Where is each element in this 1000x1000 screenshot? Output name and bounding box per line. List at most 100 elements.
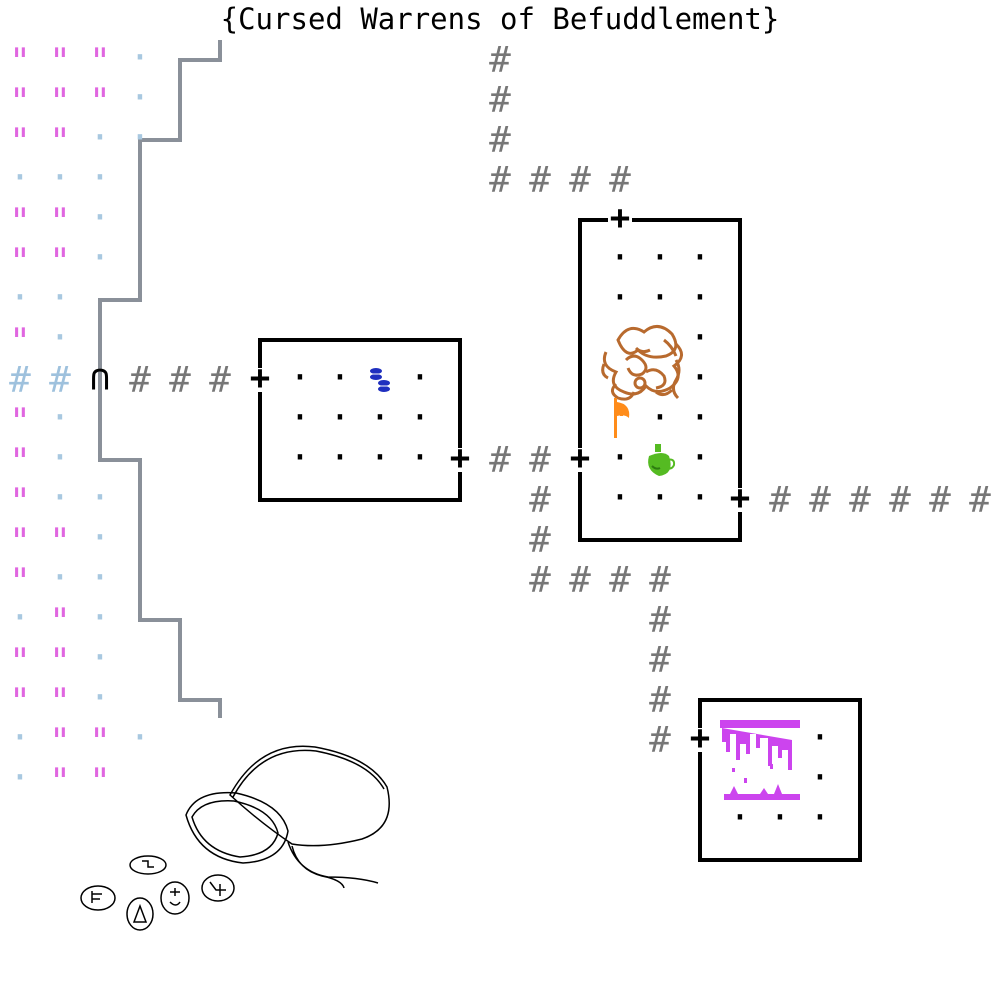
floor-tile: .	[369, 428, 391, 469]
corridor-tile: #	[489, 80, 511, 121]
corridor-tile: #	[609, 560, 631, 601]
corridor-tile: #	[489, 160, 511, 201]
corridor-tile: #	[529, 160, 551, 201]
corridor-tile: #	[929, 480, 951, 521]
floor-tile: .	[329, 428, 351, 469]
floor-tile: .	[809, 708, 831, 749]
grass-tile: "	[49, 602, 71, 643]
corridor-tile: #	[569, 160, 591, 201]
corridor-tile: #	[169, 360, 191, 401]
grass-tile: "	[9, 642, 31, 683]
floor-tile: .	[609, 228, 631, 269]
grass-tile: "	[89, 722, 111, 763]
ground-tile: .	[9, 748, 31, 789]
ground-tile: .	[89, 588, 111, 629]
ground-tile: .	[49, 468, 71, 509]
floor-tile: .	[689, 388, 711, 429]
corridor-tile: #	[769, 480, 791, 521]
ground-tile: .	[89, 548, 111, 589]
axe-icon[interactable]	[614, 398, 630, 438]
corridor-tile: #	[889, 480, 911, 521]
ground-tile: .	[9, 708, 31, 749]
floor-tile: .	[689, 308, 711, 349]
ground-tile: .	[49, 308, 71, 349]
corridor-tile: #	[529, 480, 551, 521]
grass-tile: "	[9, 242, 31, 283]
corridor-tile: #	[529, 560, 551, 601]
floor-tile: .	[809, 748, 831, 789]
corridor-tile: #	[649, 720, 671, 761]
door[interactable]: +	[730, 478, 750, 518]
door[interactable]: +	[690, 718, 710, 758]
ground-tile: .	[129, 708, 151, 749]
tangled-beast-icon[interactable]	[601, 325, 683, 401]
grass-tile: "	[89, 82, 111, 123]
door[interactable]: +	[250, 358, 270, 398]
door[interactable]: +	[450, 438, 470, 478]
grass-tile: "	[9, 562, 31, 603]
gold-coins-icon[interactable]	[370, 368, 390, 392]
grass-tile: "	[49, 762, 71, 803]
grass-tile: "	[9, 482, 31, 523]
green-potion-icon[interactable]	[648, 444, 676, 476]
grass-tile: "	[9, 42, 31, 83]
floor-tile: .	[689, 428, 711, 469]
floor-tile: .	[409, 428, 431, 469]
ground-tile: .	[129, 28, 151, 69]
floor-tile: .	[609, 468, 631, 509]
grass-tile: "	[49, 522, 71, 563]
corridor-tile: #	[649, 600, 671, 641]
corridor-tile: #	[649, 680, 671, 721]
grass-tile: "	[9, 442, 31, 483]
ground-tile: .	[9, 148, 31, 189]
corridor-tile: #	[569, 560, 591, 601]
floor-tile: .	[409, 388, 431, 429]
grass-tile: "	[49, 242, 71, 283]
rune-bag-icon[interactable]	[80, 745, 390, 931]
ground-tile: .	[49, 548, 71, 589]
archway-entrance[interactable]: ∩	[89, 358, 111, 399]
grass-tile: "	[89, 762, 111, 803]
grass-tile: "	[9, 402, 31, 443]
grass-tile: "	[9, 522, 31, 563]
ground-tile: .	[49, 388, 71, 429]
floor-tile: .	[649, 388, 671, 429]
corridor-tile: #	[849, 480, 871, 521]
outside-corridor-tile: #	[9, 360, 31, 401]
ground-tile: .	[89, 628, 111, 669]
floor-tile: .	[329, 388, 351, 429]
grass-tile: "	[49, 122, 71, 163]
cliff-edge	[98, 40, 222, 718]
ground-tile: .	[49, 148, 71, 189]
door[interactable]: +	[570, 438, 590, 478]
corridor-tile: #	[609, 160, 631, 201]
outside-corridor-tile: #	[49, 360, 71, 401]
ground-tile: .	[89, 508, 111, 549]
level-title: {Cursed Warrens of Befuddlement}	[220, 2, 780, 36]
floor-tile: .	[289, 348, 311, 389]
dripping-fountain-icon[interactable]	[720, 720, 800, 800]
corridor-tile: #	[809, 480, 831, 521]
room-north-walls	[578, 218, 742, 542]
floor-tile: .	[369, 388, 391, 429]
grass-tile: "	[49, 82, 71, 123]
ground-tile: .	[9, 588, 31, 629]
grass-tile: "	[49, 42, 71, 83]
room-west-walls	[258, 338, 462, 502]
grass-tile: "	[49, 722, 71, 763]
ground-tile: .	[129, 68, 151, 109]
corridor-tile: #	[129, 360, 151, 401]
corridor-tile: #	[489, 40, 511, 81]
grass-tile: "	[49, 682, 71, 723]
ground-tile: .	[89, 188, 111, 229]
ground-tile: .	[49, 428, 71, 469]
grass-tile: "	[89, 42, 111, 83]
corridor-tile: #	[969, 480, 991, 521]
grass-tile: "	[49, 642, 71, 683]
ground-tile: .	[89, 148, 111, 189]
floor-tile: .	[409, 348, 431, 389]
ground-tile: .	[89, 108, 111, 149]
grass-tile: "	[49, 202, 71, 243]
door[interactable]: +	[610, 198, 630, 238]
